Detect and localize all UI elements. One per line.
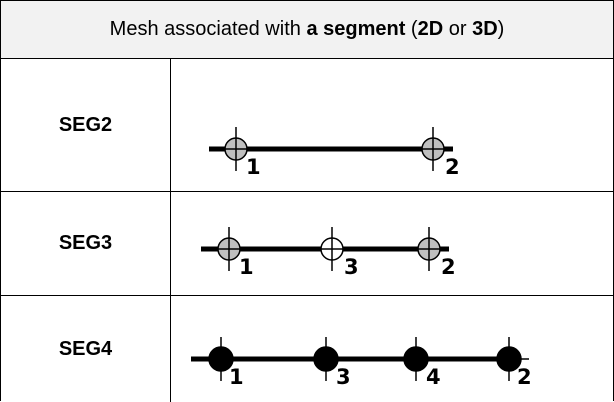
seg4-node-4: 4	[396, 337, 441, 389]
seg3-node-2: 2	[409, 227, 456, 279]
seg4-node-label-4: 4	[426, 365, 441, 389]
row-label-seg3: SEG3	[58, 232, 113, 254]
seg4-node-2: 2	[489, 337, 532, 389]
row-label-seg2: SEG2	[58, 114, 113, 136]
header-bold-3d: 3D	[472, 18, 498, 40]
seg4-diagram: 1 3 4 2	[191, 337, 532, 389]
seg3-node-1: 1	[209, 227, 254, 279]
seg4-node-label-2: 2	[517, 365, 532, 389]
row-label-seg4: SEG4	[58, 337, 113, 360]
seg2-node-2: 2	[413, 127, 460, 179]
seg3-node-label-1: 1	[239, 255, 254, 279]
seg2-node-label-1: 1	[246, 155, 261, 179]
seg3-diagram: 1 3 2	[201, 227, 456, 279]
header-text: Mesh associated with a segment (2D or 3D…	[110, 18, 505, 41]
row-divider-1	[1, 191, 613, 192]
seg4-node-label-3: 3	[336, 365, 351, 389]
seg4-node-label-1: 1	[229, 365, 244, 389]
header-bold-segment: a segment	[306, 18, 406, 40]
seg4-node-1: 1	[201, 337, 244, 389]
header-bold-2d: 2D	[417, 18, 444, 40]
seg3-node-label-2: 2	[441, 255, 456, 279]
seg3-node-label-3: 3	[344, 255, 359, 279]
seg2-node-label-2: 2	[445, 155, 460, 179]
seg4-node-3: 3	[306, 337, 351, 389]
column-divider	[170, 59, 171, 402]
seg2-node-1: 1	[216, 127, 261, 179]
seg3-node-3: 3	[312, 227, 359, 279]
header-mid1: (	[405, 18, 418, 40]
header-suffix: )	[497, 18, 505, 40]
header-mid2: or	[443, 18, 473, 40]
header-prefix: Mesh associated with	[109, 18, 307, 40]
row-divider-2	[1, 295, 613, 296]
table-header: Mesh associated with a segment (2D or 3D…	[1, 1, 613, 59]
